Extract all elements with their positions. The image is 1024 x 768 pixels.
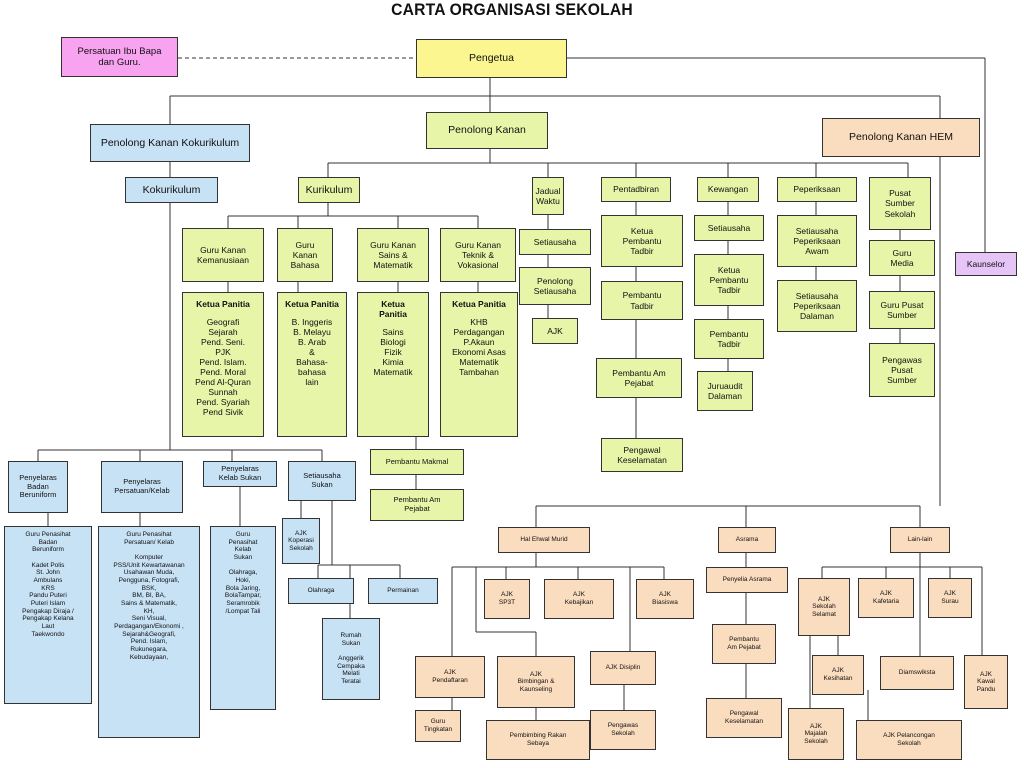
node-permainan: Permainan	[368, 578, 438, 604]
node-ajk-pendaftaran: AJK Pendaftaran	[415, 656, 485, 698]
node-ajk-kebajikan: AJK Kebajikan	[544, 579, 614, 619]
node-kokurikulum: Kokurikulum	[125, 177, 218, 203]
node-ajk-surau: AJK Surau	[928, 578, 972, 618]
node-pembantu-am-pejabat-1: Pembantu Am Pejabat	[596, 358, 682, 398]
node-diamswiksta: Diamswiksta	[880, 656, 954, 690]
chart-title: CARTA ORGANISASI SEKOLAH	[391, 0, 633, 19]
node-pusat-sumber: Pusat Sumber Sekolah	[869, 177, 931, 230]
node-pengawal-keselamatan-1: Pengawal Keselamatan	[601, 438, 683, 472]
node-su-peperiksaan-dalaman: Setiausaha Peperiksaan Dalaman	[777, 280, 857, 332]
node-hal-ehwal-murid: Hal Ehwal Murid	[498, 527, 590, 553]
node-ajk-disiplin: AJK Disiplin	[590, 651, 656, 685]
node-gk-sains: Guru Kanan Sains & Matematik	[357, 228, 429, 282]
node-penolong-setiausaha: Penolong Setiausaha	[519, 267, 591, 305]
node-ajk-pelancongan: AJK Pelancongan Sekolah	[856, 720, 962, 760]
node-py-kelab-sukan: Penyelaras Kelab Sukan	[203, 461, 277, 487]
node-pengawas-pusat-sumber: Pengawas Pusat Sumber	[869, 343, 935, 397]
node-su-sukan: Setiausaha Sukan	[288, 461, 356, 501]
kp-heading: Ketua Panitia	[452, 299, 506, 309]
node-gk-kemanusiaan: Guru Kanan Kemanusiaan	[182, 228, 264, 282]
node-penyelia-asrama: Penyelia Asrama	[706, 567, 788, 593]
node-ajk-biasiswa: AJK Biasiswa	[636, 579, 694, 619]
node-ajk-sekolah-selamat: AJK Sekolah Selamat	[798, 578, 850, 636]
node-guru-tingkatan: Guru Tingkatan	[415, 710, 461, 742]
node-pembantu-am-pejabat-2: Pembantu Am Pejabat	[370, 489, 464, 521]
node-pembantu-makmal: Pembantu Makmal	[370, 449, 464, 475]
node-ajk-kawal-pandu: AJK Kawal Pandu	[964, 655, 1008, 709]
node-guru-media: Guru Media	[869, 240, 935, 276]
node-lain-lain: Lain-lain	[890, 527, 950, 553]
kp-list: Sains Biologi Fizik Kimia Matematik	[373, 327, 413, 378]
node-ajk-majalah: AJK Majalah Sekolah	[788, 708, 844, 760]
node-pembantu-tadbir-2: Pembantu Tadbir	[694, 319, 764, 359]
node-guru-penasihat-kelab: Guru Penasihat Persatuan/ Kelab Komputer…	[98, 526, 200, 738]
node-pengawas-sekolah: Pengawas Sekolah	[590, 710, 656, 750]
node-kurikulum: Kurikulum	[298, 177, 360, 203]
node-kp-kemanusiaan: Ketua Panitia Geografi Sejarah Pend. Sen…	[182, 292, 264, 437]
node-ajk-kafetaria: AJK Kafetaria	[858, 578, 914, 618]
node-setiausaha-jw: Setiausaha	[519, 229, 591, 255]
node-peperiksaan: Peperiksaan	[777, 177, 857, 202]
kp-heading: Ketua Panitia	[196, 299, 250, 309]
node-py-persatuan-kelab: Penyelaras Persatuan/Kelab	[101, 461, 183, 513]
node-kewangan: Kewangan	[697, 177, 759, 202]
node-pembantu-tadbir-1: Pembantu Tadbir	[601, 281, 683, 320]
node-olahraga: Olahraga	[288, 578, 354, 604]
node-ketua-pembantu-tadbir-2: Ketua Pembantu Tadbir	[694, 254, 764, 306]
node-ajk-koperasi: AJK Koperasi Sekolah	[282, 518, 320, 564]
node-kp-bahasa: Ketua Panitia B. Inggeris B. Melayu B. A…	[277, 292, 347, 437]
node-asrama: Asrama	[718, 527, 776, 553]
node-su-peperiksaan-awam: Setiausaha Peperiksaan Awam	[777, 215, 857, 267]
kp-heading: Ketua Panitia	[379, 299, 407, 320]
node-guru-penasihat-beruniform: Guru Penasihat Badan Beruniform Kadet Po…	[4, 526, 92, 704]
node-ajk-bimbingan: AJK Bimbingan & Kaunseling	[497, 656, 575, 708]
node-pentadbiran: Pentadbiran	[601, 177, 671, 202]
node-setiausaha-kew: Setiausaha	[694, 215, 764, 241]
node-pk-hem: Penolong Kanan HEM	[822, 118, 980, 157]
node-pengetua: Pengetua	[416, 39, 567, 78]
node-guru-pusat-sumber: Guru Pusat Sumber	[869, 291, 935, 329]
node-penolong-kanan: Penolong Kanan	[426, 112, 548, 149]
node-pk-kokurikulum: Penolong Kanan Kokurikulum	[90, 124, 250, 162]
node-pembimbing-rakan-sebaya: Pembimbing Rakan Sebaya	[486, 720, 590, 760]
node-pembantu-am-pejabat-3: Pembantu Am Pejabat	[712, 624, 776, 664]
kp-list: KHB Perdagangan P.Akaun Ekonomi Asas Mat…	[452, 317, 506, 378]
node-juruaudit-dalaman: Juruaudit Dalaman	[697, 371, 753, 411]
node-ketua-pembantu-tadbir-1: Ketua Pembantu Tadbir	[601, 215, 683, 267]
kp-heading: Ketua Panitia	[285, 299, 339, 309]
node-kaunselor: Kaunselor	[955, 252, 1017, 276]
node-ajk-jw: AJK	[532, 318, 578, 344]
node-gk-bahasa: Guru Kanan Bahasa	[277, 228, 333, 282]
node-py-badan-beruniform: Penyelaras Badan Beruniform	[8, 461, 68, 513]
node-ajk-sp3t: AJK SP3T	[484, 579, 530, 619]
node-kp-sains: Ketua Panitia Sains Biologi Fizik Kimia …	[357, 292, 429, 437]
node-ajk-kesihatan: AJK Kesihatan	[812, 655, 864, 695]
node-pibg: Persatuan Ibu Bapa dan Guru.	[61, 37, 178, 77]
node-guru-penasihat-sukan: Guru Penasihat Kelab Sukan Olahraga, Hok…	[210, 526, 276, 710]
node-jadual-waktu: Jadual Waktu	[532, 177, 564, 215]
kp-list: B. Inggeris B. Melayu B. Arab & Bahasa- …	[291, 317, 333, 388]
node-rumah-sukan: Rumah Sukan Anggerik Cempaka Melati Tera…	[322, 618, 380, 700]
node-kp-teknik: Ketua Panitia KHB Perdagangan P.Akaun Ek…	[440, 292, 518, 437]
node-pengawal-keselamatan-2: Pengawal Keselamatan	[706, 698, 782, 738]
node-gk-teknik: Guru Kanan Teknik & Vokasional	[440, 228, 516, 282]
kp-list: Geografi Sejarah Pend. Seni. PJK Pend. I…	[195, 317, 251, 418]
